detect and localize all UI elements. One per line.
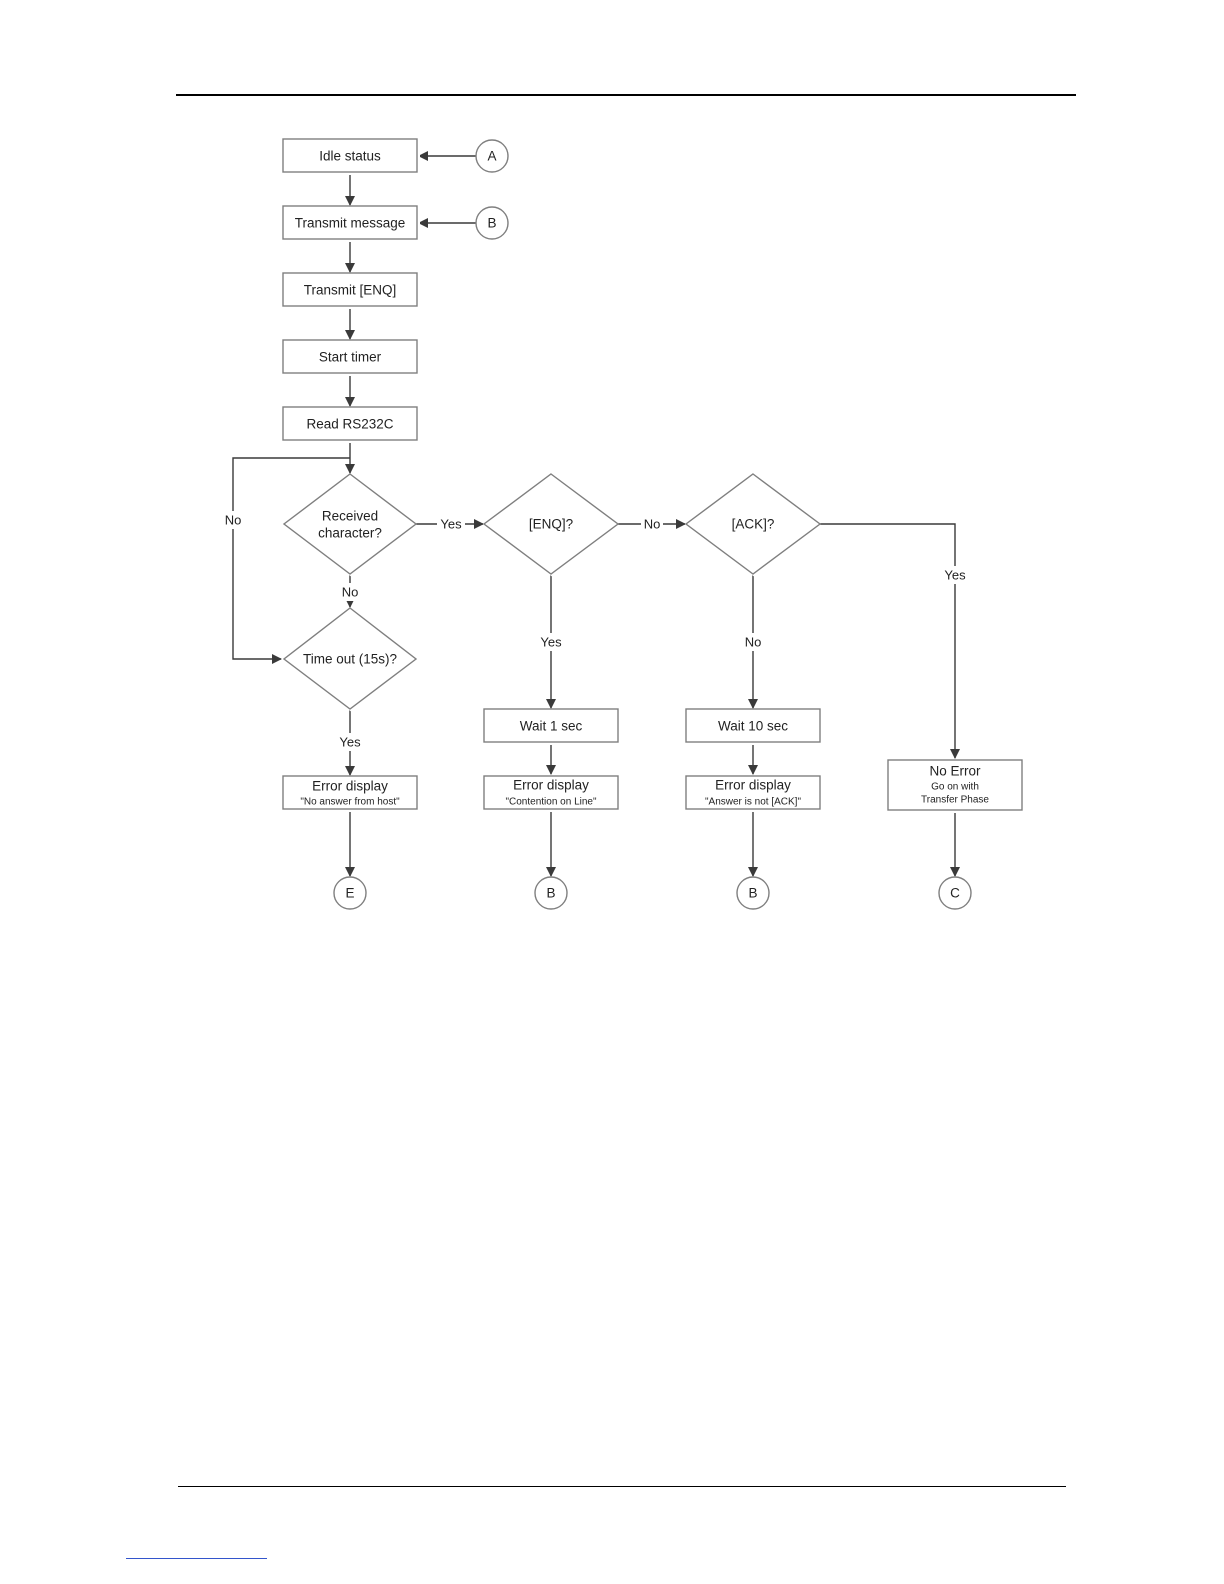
box-no-error-line-1: Go on with [931,782,979,793]
label-enq-yes: Yes [540,635,562,650]
connector-c-out: C [938,876,974,912]
label-enq-no: No [644,517,661,532]
connector-e-out-label: E [345,886,354,901]
connector-b-out-1-label: B [546,886,555,901]
decision-received-character: Received character? [282,473,419,578]
connector-a-in-label: A [487,149,496,164]
edge-loop-to-timeout [232,457,350,664]
box-error-not-ack: Error display "Answer is not [ACK]" [685,775,823,812]
label-received-yes: Yes [440,517,462,532]
decision-received-line-1: Received [322,509,378,524]
box-wait-10-sec-label: Wait 10 sec [718,719,788,734]
box-read-rs232c-label: Read RS232C [306,417,393,432]
footer-link-underline [126,1558,267,1559]
connector-a-in: A [475,139,511,175]
box-wait-1-sec: Wait 1 sec [483,708,621,745]
box-no-error-line-2: Transfer Phase [921,795,989,806]
connector-b-out-1: B [534,876,570,912]
box-no-error: No Error Go on with Transfer Phase [887,759,1025,813]
decision-received-line-2: character? [318,526,382,541]
label-ack-yes: Yes [944,568,966,583]
box-start-timer-label: Start timer [319,350,382,365]
box-error-contention: Error display "Contention on Line" [483,775,621,812]
box-read-rs232c: Read RS232C [282,406,420,443]
box-transmit-enq-label: Transmit [ENQ] [304,283,397,298]
box-error-not-ack-title: Error display [715,778,791,793]
box-no-error-title: No Error [929,764,981,779]
box-error-contention-message: "Contention on Line" [505,797,597,808]
box-error-no-answer-message: "No answer from host" [300,797,400,808]
label-loop-no: No [225,513,242,528]
box-error-not-ack-message: "Answer is not [ACK]" [705,797,801,808]
decision-timeout-label: Time out (15s)? [303,652,397,667]
box-transmit-enq: Transmit [ENQ] [282,272,420,309]
header-rule [176,94,1076,96]
decision-ack: [ACK]? [684,473,823,578]
edge-ack-yes-to-no-error [820,523,960,759]
connector-c-out-label: C [950,886,960,901]
label-timeout-yes: Yes [339,735,361,750]
decision-ack-label: [ACK]? [732,517,775,532]
box-idle-status: Idle status [282,138,420,175]
footer-rule [178,1486,1066,1487]
box-idle-status-label: Idle status [319,149,381,164]
label-received-no: No [342,585,359,600]
box-error-no-answer-title: Error display [312,779,388,794]
box-wait-1-sec-label: Wait 1 sec [520,719,583,734]
box-start-timer: Start timer [282,339,420,376]
decision-enq-label: [ENQ]? [529,517,573,532]
decision-enq: [ENQ]? [482,473,621,578]
box-error-contention-title: Error display [513,778,589,793]
decision-timeout: Time out (15s)? [282,607,419,713]
box-transmit-message: Transmit message [282,205,420,242]
connector-b-in-label: B [487,216,496,231]
box-error-no-answer: Error display "No answer from host" [282,775,420,812]
connector-e-out: E [333,876,369,912]
edge-labels: No Yes No No Yes Yes No Yes [222,511,969,751]
box-transmit-message-label: Transmit message [295,216,406,231]
box-wait-10-sec: Wait 10 sec [685,708,823,745]
connector-b-out-2: B [736,876,772,912]
connector-b-out-2-label: B [748,886,757,901]
label-ack-no: No [745,635,762,650]
connector-b-in: B [475,206,511,242]
